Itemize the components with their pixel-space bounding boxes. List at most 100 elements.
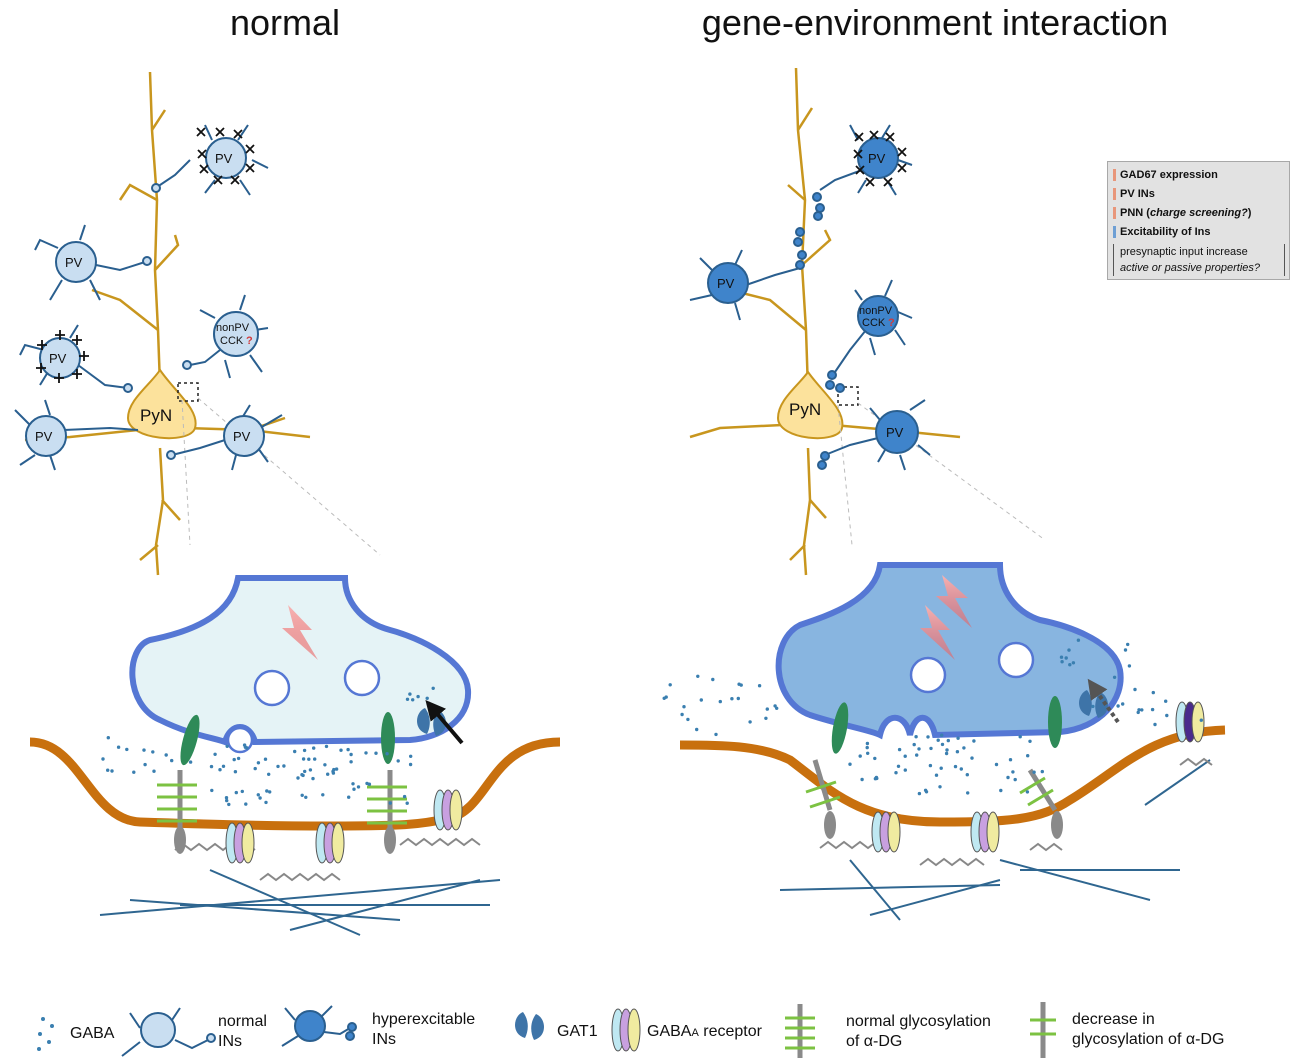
pnn-cross-marks — [196, 127, 255, 185]
key-item-excitability: Excitability of Ins — [1113, 223, 1285, 242]
gaba-dot — [321, 793, 325, 797]
pv-label: PV — [717, 276, 735, 291]
gaba-dot — [233, 770, 238, 774]
gaba-dot — [125, 747, 129, 752]
gaba-dot — [170, 758, 174, 763]
gaba-dot — [1153, 722, 1157, 727]
zoom-line — [857, 402, 1046, 541]
dystroglycan-decreased-glycosylation — [805, 702, 849, 839]
gaba-dot — [302, 748, 307, 753]
gaba-dot — [748, 720, 752, 724]
vesicle — [997, 641, 1035, 679]
zoom-box-normal — [177, 382, 199, 402]
gaba-dot — [296, 776, 300, 780]
vesicle — [253, 669, 291, 707]
gaba-dot — [408, 692, 412, 696]
gaba-dot — [349, 760, 353, 764]
nonpv-label: nonPV — [216, 322, 250, 334]
gaba-dot — [686, 717, 690, 722]
gaba-a-receptor — [970, 811, 1000, 853]
gaba-dot — [416, 694, 420, 699]
gaba-dot — [293, 749, 297, 754]
gaba-dot — [966, 791, 970, 795]
dystroglycan-normal-glycosylation — [367, 712, 407, 854]
gaba-dot — [945, 748, 949, 752]
gaba-a-receptor-icon — [611, 1008, 641, 1052]
gaba-dot — [711, 677, 715, 682]
gaba-dot — [866, 751, 870, 755]
gaba-dot — [218, 768, 222, 772]
gaba-dot — [1025, 790, 1030, 794]
gaba-dot — [411, 698, 415, 702]
interneuron-nonpv-hyper — [825, 279, 913, 393]
gaba-dots-icon — [37, 1017, 54, 1051]
gaba-dot — [110, 769, 114, 773]
legend-normal-ins-line2: INs — [218, 1033, 242, 1050]
gaba-dot — [300, 773, 304, 777]
pv-label: PV — [49, 351, 67, 366]
panel-title-gene-environment: gene-environment interaction — [701, 2, 1169, 43]
gaba-a-receptor — [1175, 701, 1205, 743]
gaba-dot — [1040, 769, 1045, 774]
legend-gaba-label: GABA — [70, 1025, 115, 1042]
gaba-dot — [1026, 754, 1030, 758]
pnn-plus-marks — [36, 330, 89, 383]
gaba-dot — [896, 764, 901, 768]
vesicle — [909, 656, 947, 694]
gaba-dot — [1151, 690, 1156, 695]
gaba-dot — [934, 773, 939, 777]
gaba-dot — [897, 747, 902, 752]
gaba-dot — [374, 751, 378, 755]
laminin-zigzag — [819, 757, 1213, 867]
interneuron-pv-normal — [14, 399, 139, 471]
question-mark: ? — [246, 335, 253, 347]
gaba-dot — [959, 767, 963, 771]
normal-in-icon — [121, 1007, 216, 1057]
gaba-dot — [1028, 739, 1032, 743]
gaba-dot — [242, 743, 247, 747]
interneuron-pv-normal — [151, 124, 269, 196]
interneuron-nonpv-normal — [182, 294, 269, 379]
gaba-dot — [1133, 687, 1137, 692]
gaba-dot — [258, 796, 262, 800]
gaba-dot — [304, 795, 308, 799]
key-item-gad67: GAD67 expression — [1113, 166, 1285, 185]
gaba-dot — [860, 777, 864, 782]
pyramidal-neuron-altered — [689, 67, 961, 576]
gaba-dot — [143, 762, 147, 767]
gaba-dot — [858, 754, 862, 758]
gaba-dot — [256, 793, 260, 797]
legend-hyper-ins-line1: hyperexcitable — [372, 1011, 476, 1028]
gaba-dot — [152, 769, 156, 773]
stimulus-bolt-icon — [936, 575, 972, 628]
key-bracket: presynaptic input increase active or pas… — [1113, 244, 1285, 276]
gaba-dot — [313, 757, 317, 761]
gaba-dot — [938, 785, 942, 789]
legend-decrease-glyco-line2: glycosylation of α-DG — [1072, 1031, 1225, 1048]
nonpv-label: nonPV — [859, 305, 893, 317]
key-item-pv-ins: PV INs — [1113, 185, 1285, 204]
gaba-dot — [903, 768, 907, 772]
gaba-dot — [662, 696, 666, 700]
gaba-dot — [682, 705, 686, 709]
panel-title-normal: normal — [229, 2, 341, 43]
gaba-dot — [307, 757, 311, 761]
gaba-dot — [680, 712, 684, 717]
gaba-dot — [1140, 708, 1144, 712]
gaba-dot — [1067, 648, 1071, 652]
pv-label: PV — [65, 255, 83, 270]
gaba-dot — [1112, 675, 1117, 679]
gaba-a-receptor — [433, 789, 463, 831]
gaba-dot — [915, 753, 919, 757]
gaba-dot — [388, 801, 392, 805]
pnn-cross-marks — [853, 130, 907, 187]
gaba-dot — [365, 781, 369, 786]
gaba-dot — [221, 764, 226, 768]
gaba-dot — [209, 764, 214, 769]
reuptake-arrow — [1087, 678, 1120, 724]
gaba-dot — [263, 757, 268, 761]
gaba-dot — [718, 699, 722, 704]
gaba-dot — [962, 746, 966, 750]
cytoskeleton — [779, 759, 1211, 921]
key-box: GAD67 expression PV INs PNN (charge scre… — [1107, 161, 1290, 280]
